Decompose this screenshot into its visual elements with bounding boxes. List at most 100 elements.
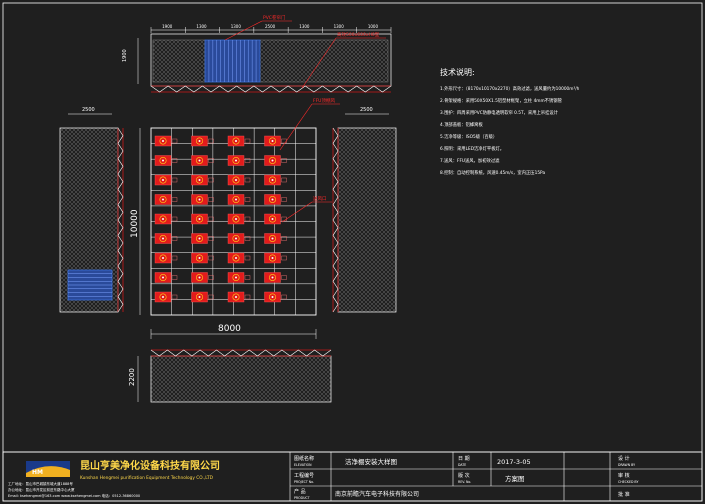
top-view-mesh-right <box>259 39 389 83</box>
plan-ffu-units <box>154 135 287 303</box>
notes-title: 技术说明: <box>440 67 475 77</box>
ffu-control-box <box>244 158 251 163</box>
ffu-fan-hub <box>235 179 237 181</box>
note-item-8: 8.控制：自动控制系统，风速0.45m/s，室内正压15Pa <box>440 169 545 176</box>
ffu-fan-ring <box>268 157 276 165</box>
ffu-fan-ring <box>196 157 204 165</box>
top-view-side-dimension: 1900 <box>122 49 128 62</box>
ffu-fan-ring <box>268 137 276 145</box>
top-view-truss <box>150 85 392 93</box>
technical-notes: 技术说明: 1.外形尺寸：（8170x10170x2270）高效过滤，送风量约为… <box>440 67 580 176</box>
label-approve: 批 准 <box>618 491 630 498</box>
ffu-fan-ring <box>159 273 167 281</box>
top-dim-value: 1300 <box>196 24 207 29</box>
ffu-fan-hub <box>271 237 274 240</box>
left-side-truss <box>117 127 124 313</box>
ffu-fan-ring <box>268 176 276 184</box>
label-design: 设 计 <box>618 455 630 462</box>
plan-view: 8000 10000 <box>130 127 317 339</box>
ffu-fan-hub <box>162 179 164 181</box>
ffu-fan-ring <box>268 273 276 281</box>
ffu-fan-ring <box>196 254 204 262</box>
truss-web <box>117 127 124 313</box>
callout-pvc-door: PVC卷帘门 <box>263 14 286 21</box>
top-dim-value: 1300 <box>299 24 310 29</box>
ffu-control-box <box>171 158 178 163</box>
ffu-control-box <box>208 236 214 241</box>
ffu-fan-ring <box>268 254 276 262</box>
ffu-control-box <box>244 236 251 241</box>
ffu-fan-hub <box>271 198 274 201</box>
ffu-control-box <box>208 158 214 163</box>
plan-height-dimension: 10000 <box>130 209 140 238</box>
ffu-fan-hub <box>271 296 274 298</box>
ffu-control-box <box>244 197 251 202</box>
ffu-control-box <box>208 216 214 222</box>
ffu-fan-hub <box>162 257 164 259</box>
ffu-fan-ring <box>196 215 204 223</box>
ffu-control-box <box>208 294 214 300</box>
value-drawing-name: 洁净棚安装大样图 <box>345 457 397 466</box>
top-dim-value: 1300 <box>334 24 345 29</box>
ffu-control-box <box>281 177 287 183</box>
ffu-fan-ring <box>232 157 240 165</box>
ffu-control-box <box>171 138 178 144</box>
top-dim-value: 1300 <box>231 24 242 29</box>
callout-hepa: 高效500x600xH0型 <box>337 31 380 38</box>
ffu-fan-hub <box>198 296 201 298</box>
ffu-fan-hub <box>198 237 201 240</box>
note-item-5: 5.洁净等级：ISO5级（百级） <box>440 133 497 140</box>
label-revision: 版 次 <box>458 472 470 479</box>
note-item-6: 6.照明：采用LED洁净灯平板灯。 <box>440 145 504 152</box>
ffu-fan-hub <box>198 179 201 181</box>
ffu-fan-ring <box>196 137 204 145</box>
ffu-fan-hub <box>162 140 164 142</box>
ffu-fan-hub <box>235 140 237 142</box>
title-block: HM 昆山亨美净化设备科技有限公司 Kunshan Hengmei purifi… <box>2 451 703 502</box>
ffu-fan-hub <box>235 237 237 240</box>
label-product-en: PRODUCT <box>294 496 310 500</box>
ffu-control-box <box>281 294 287 300</box>
ffu-fan-ring <box>232 215 240 223</box>
note-item-1: 1.外形尺寸：（8170x10170x2270）高效过滤，送风量约为10000m… <box>440 85 580 92</box>
ffu-fan-ring <box>268 235 276 243</box>
ffu-fan-hub <box>162 218 164 220</box>
ffu-fan-ring <box>159 235 167 243</box>
callout-air-outlet: 送风口 <box>313 195 327 202</box>
ffu-fan-ring <box>196 273 204 281</box>
company-logo: HM <box>26 461 70 477</box>
ffu-fan-hub <box>162 276 164 279</box>
ffu-fan-hub <box>235 159 237 162</box>
label-project-no: 工程编号 <box>294 472 314 479</box>
ffu-fan-hub <box>162 159 164 162</box>
ffu-fan-hub <box>198 257 201 259</box>
label-date: 日 期 <box>458 456 470 462</box>
ffu-control-box <box>171 294 178 300</box>
value-date: 2017-3-05 <box>497 458 531 466</box>
bottom-view-truss <box>150 349 332 357</box>
ffu-control-box <box>208 197 214 202</box>
ffu-fan-ring <box>268 293 276 301</box>
truss-web <box>150 349 332 357</box>
label-design-en: DRAWN BY <box>618 463 635 467</box>
company-name-en: Kunshan Hengmei purification Equipment T… <box>80 475 214 481</box>
ffu-fan-ring <box>159 254 167 262</box>
ffu-fan-ring <box>196 196 204 204</box>
note-item-3: 3.围护：四周采用PVC防静电透明软帘 0.5T，采用上吊挂设计 <box>440 109 559 116</box>
value-product: 南京前瞻汽车电子科技有限公司 <box>335 490 419 498</box>
top-dim-value: 1900 <box>162 24 173 29</box>
ffu-control-box <box>281 197 287 202</box>
ffu-fan-hub <box>271 257 274 259</box>
ffu-fan-ring <box>159 176 167 184</box>
ffu-fan-ring <box>159 196 167 204</box>
ffu-control-box <box>208 138 214 144</box>
ffu-control-box <box>171 216 178 222</box>
ffu-fan-ring <box>232 137 240 145</box>
truss-web <box>332 127 339 313</box>
note-item-2: 2.骨架规格：采用50X50X1.5铝型材框架，立柱 4mm不锈钢管 <box>440 97 563 104</box>
ffu-fan-ring <box>268 215 276 223</box>
ffu-control-box <box>171 197 178 202</box>
top-view-mesh-left <box>152 39 206 83</box>
